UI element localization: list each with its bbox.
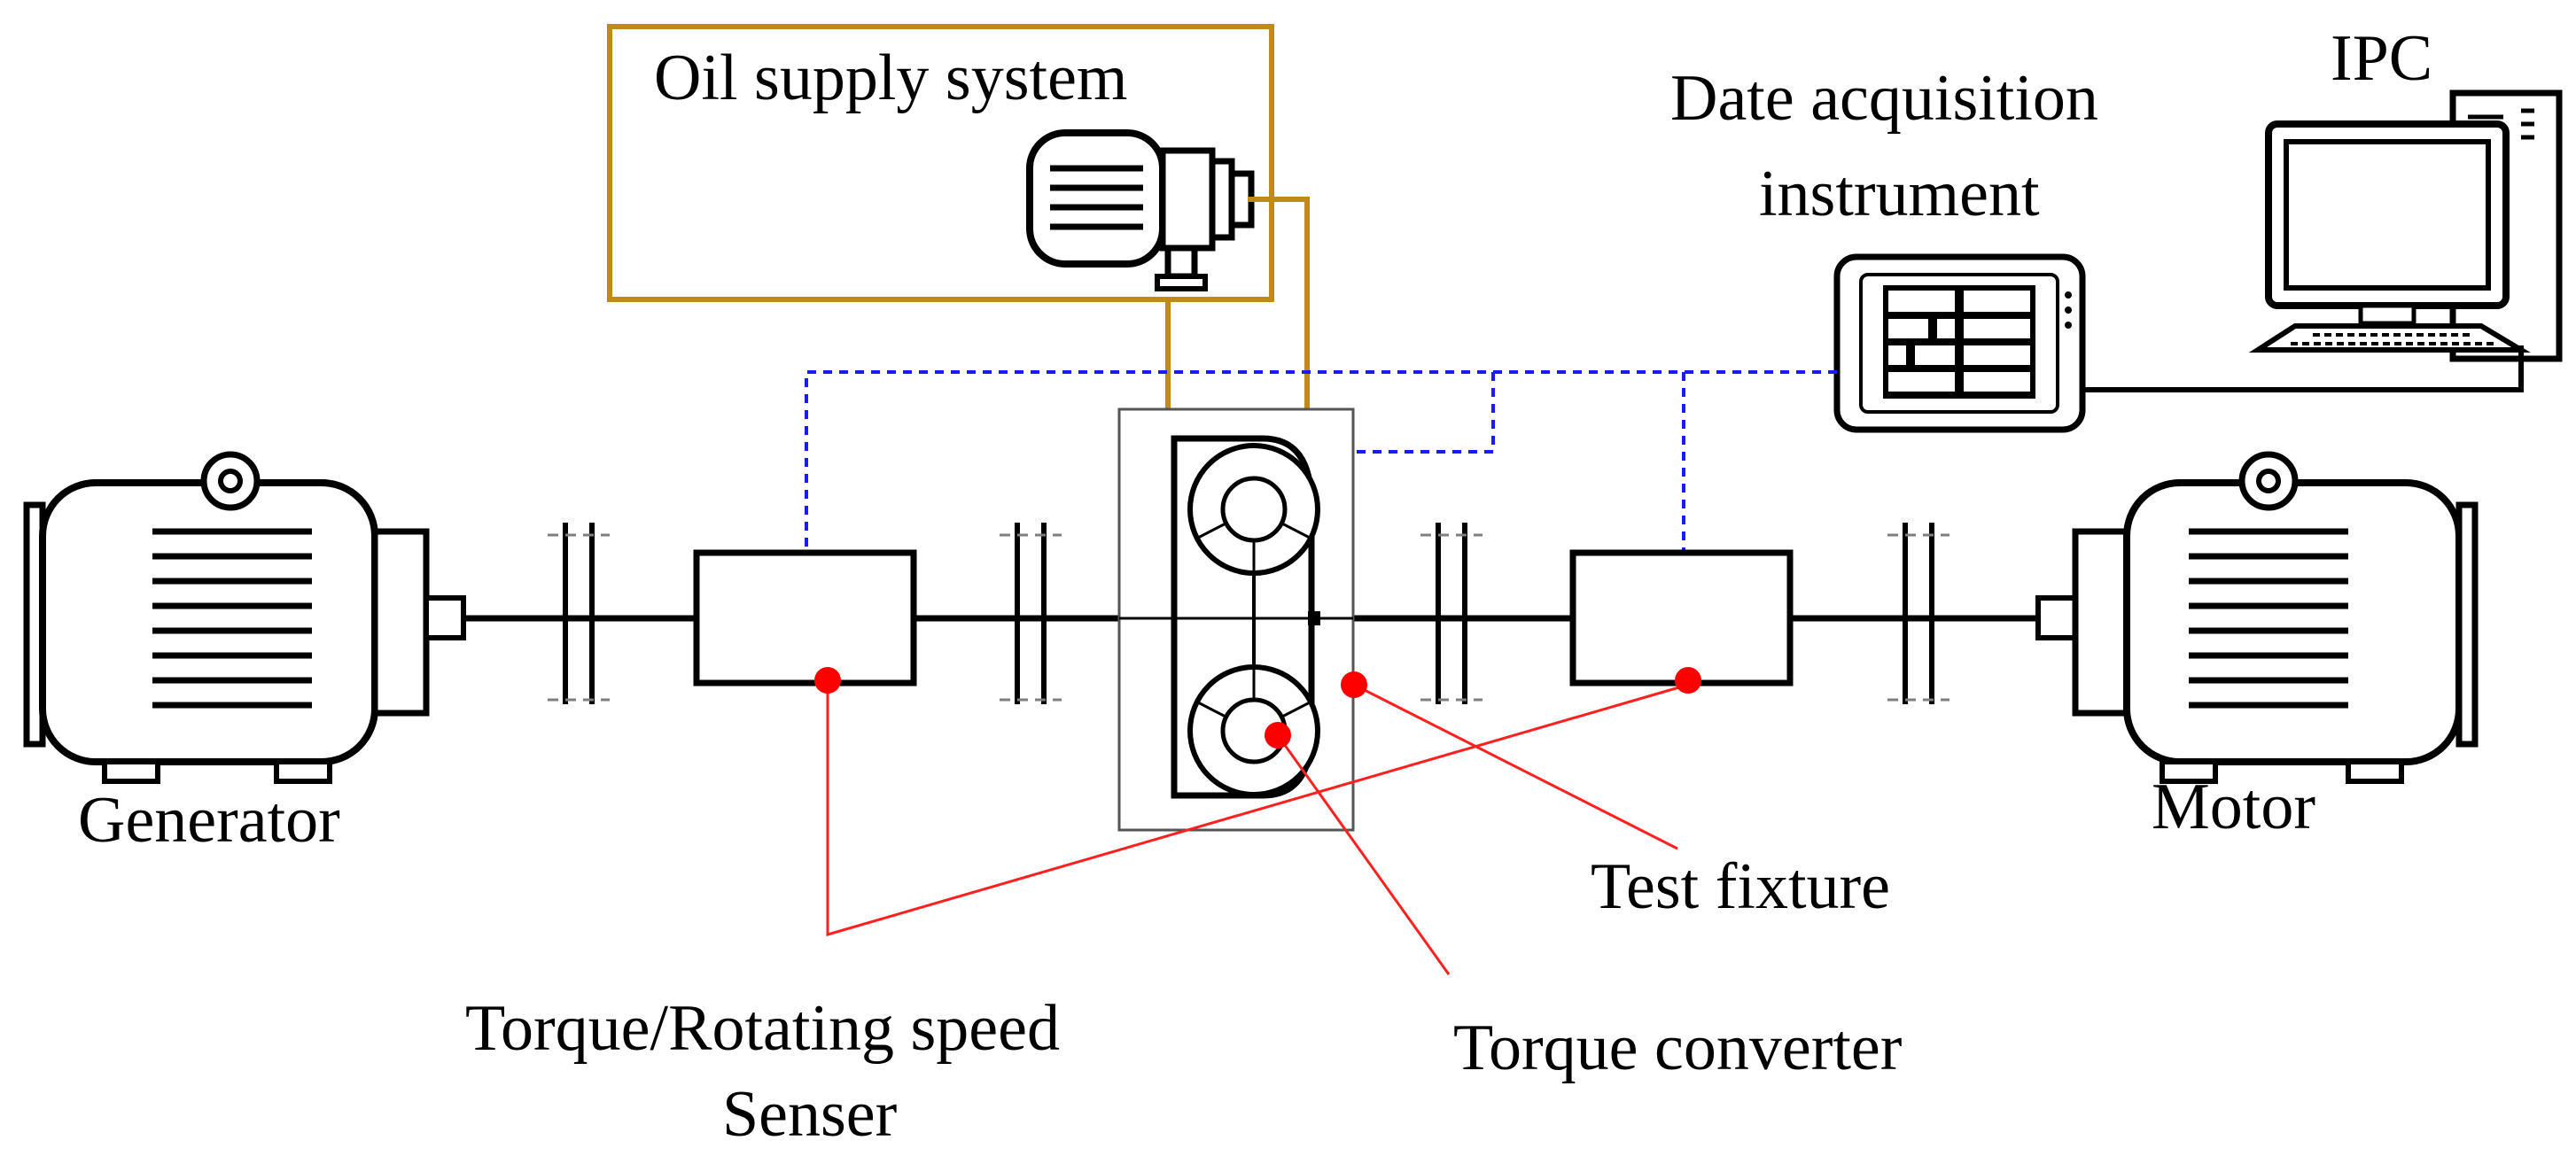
oil-pump-icon <box>1026 129 1255 291</box>
torque-converter-label: Torque converter <box>1453 1012 1902 1084</box>
motor-icon <box>2035 451 2479 784</box>
daq-ipc-cable <box>2082 345 2524 392</box>
oil-pipe-return <box>1248 197 1310 409</box>
sensor-output-marker <box>1675 667 1701 694</box>
coupling-2 <box>1000 523 1062 704</box>
sensor-label-line2: Senser <box>722 1078 897 1151</box>
coupling-3 <box>1420 523 1483 704</box>
torque-converter-upper <box>1187 443 1320 576</box>
torque-sensor-output <box>1569 549 1794 687</box>
torque-sensor-input <box>693 549 917 687</box>
test-fixture-label: Test fixture <box>1591 850 1890 923</box>
torque-converter-marker <box>1265 722 1291 749</box>
ipc-label: IPC <box>2331 22 2432 95</box>
generator-icon <box>23 451 466 784</box>
daq-label-line2: instrument <box>1759 158 2040 230</box>
signal-lines <box>805 370 1837 553</box>
generator-label: Generator <box>78 784 340 857</box>
coupling-4 <box>1887 523 1950 704</box>
daq-label-line1: Date acquisition <box>1670 62 2098 135</box>
data-acquisition-instrument: Date acquisition instrument <box>1670 62 2098 433</box>
oil-supply-system: Oil supply system <box>607 24 1310 409</box>
computer-icon <box>2248 89 2563 362</box>
ipc-computer: IPC <box>2248 22 2563 362</box>
motor-label: Motor <box>2152 771 2315 843</box>
test-fixture <box>1117 407 1355 832</box>
sensor-input-marker <box>814 667 841 694</box>
oil-supply-box <box>607 24 1274 302</box>
torque-converter-lower <box>1187 664 1320 797</box>
leader-lines <box>826 680 1689 975</box>
test-fixture-marker <box>1341 671 1367 698</box>
sensor-label-line1: Torque/Rotating speed <box>465 992 1060 1065</box>
coupling-1 <box>548 523 610 704</box>
oil-supply-label: Oil supply system <box>654 42 1127 114</box>
